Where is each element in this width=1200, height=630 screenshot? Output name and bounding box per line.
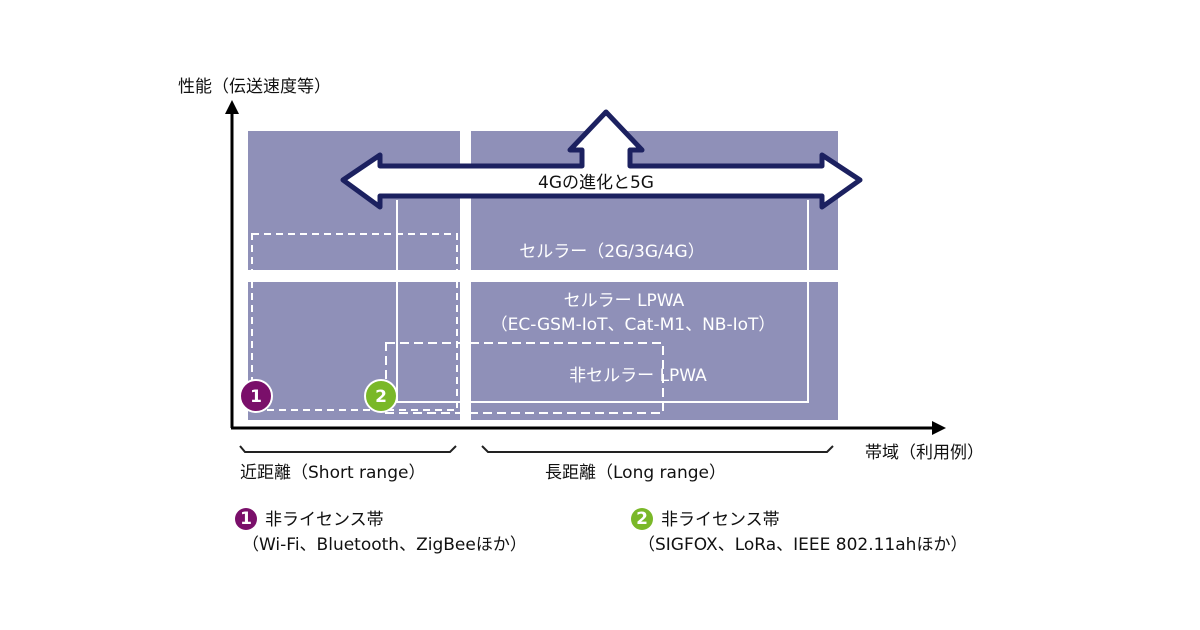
svg-text:非ライセンス帯: 非ライセンス帯 [265,510,384,530]
x-axis-label: 帯域（利用例） [865,443,984,463]
x-axis-arrowhead [932,421,946,435]
svg-text:2: 2 [636,509,648,529]
label-cellular: セルラー（2G/3G/4G） [519,242,704,262]
short-range-label: 近距離（Short range） [240,463,425,483]
short-range-bracket [239,445,457,453]
cellular-lpwa-outline [396,200,809,403]
block-short-lower [248,282,460,420]
y-axis-arrowhead [225,100,239,114]
y-axis-label: 性能（伝送速度等） [178,77,331,97]
label-cellular-lpwa-examples: （EC-GSM-IoT、Cat-M1、NB-IoT） [491,315,776,335]
evolution-arrow-label: 4Gの進化と5G [538,173,654,193]
unlicensed-short-range-outline [251,233,458,411]
legend-item-1: 1 非ライセンス帯 （Wi-Fi、Bluetooth、ZigBeeほか） [235,508,527,555]
marker-1: 1 [239,379,273,413]
svg-text:非ライセンス帯: 非ライセンス帯 [661,510,780,530]
svg-text:2: 2 [375,387,387,407]
block-short-upper [248,131,460,270]
long-range-label: 長距離（Long range） [545,463,726,483]
label-non-cellular-lpwa: 非セルラー LPWA [569,366,707,386]
evolution-arrow [340,109,863,210]
long-range-bracket [481,445,834,453]
non-cellular-lpwa-outline [385,342,664,414]
svg-text:（Wi-Fi、Bluetooth、ZigBeeほか）: （Wi-Fi、Bluetooth、ZigBeeほか） [242,535,527,555]
marker-2: 2 [364,379,398,413]
block-long-lower [471,282,838,420]
svg-text:1: 1 [250,387,262,407]
svg-text:（SIGFOX、LoRa、IEEE 802.11ahほか）: （SIGFOX、LoRa、IEEE 802.11ahほか） [638,535,967,555]
legend-item-2: 2 非ライセンス帯 （SIGFOX、LoRa、IEEE 802.11ahほか） [631,508,967,555]
block-long-upper [471,131,838,270]
svg-text:1: 1 [240,509,252,529]
label-cellular-lpwa: セルラー LPWA [564,291,685,311]
